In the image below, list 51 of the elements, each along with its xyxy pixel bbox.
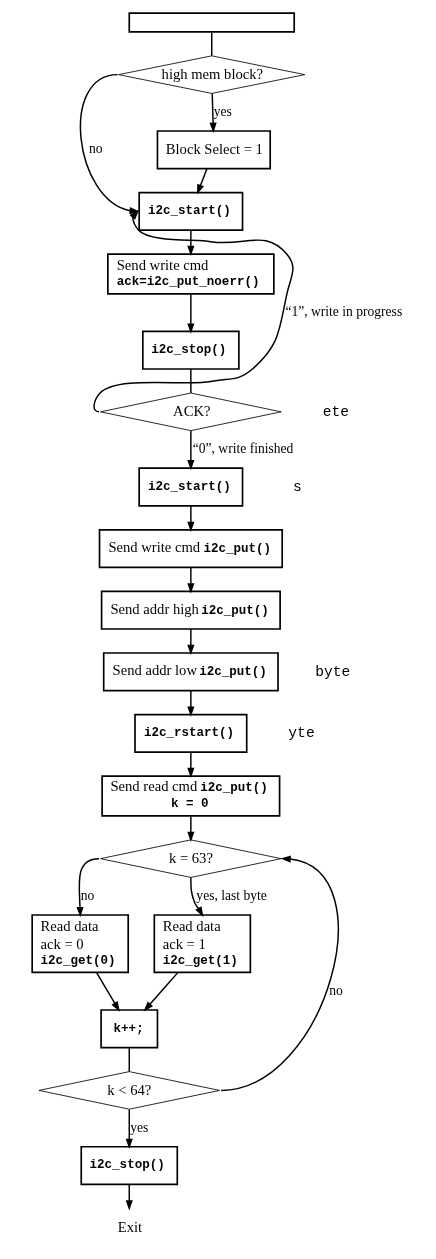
edge-label: yes, last byte <box>196 887 267 903</box>
node-box: Read data ack = 0 i2c_get(0) <box>31 914 130 974</box>
node-box: i2c_rstart() <box>134 713 248 753</box>
edge-label: “1”, write in progress <box>285 304 403 320</box>
label: yte <box>288 725 315 742</box>
connector <box>190 368 192 394</box>
arrow <box>187 293 195 334</box>
edge-label: yes <box>213 103 232 119</box>
node-box <box>128 12 296 33</box>
arrow <box>125 1108 133 1149</box>
arrow <box>187 751 195 778</box>
arrow <box>187 689 195 717</box>
node-text: Exit <box>117 1218 143 1235</box>
label: s <box>292 478 302 495</box>
connector <box>211 31 213 57</box>
label: byte <box>315 663 351 680</box>
node-box: k++; <box>100 1009 159 1049</box>
arrow <box>96 972 120 1012</box>
node-diamond: k < 64? <box>38 1071 220 1110</box>
arrow <box>187 505 195 532</box>
node-diamond: high mem block? <box>118 55 306 94</box>
arrow <box>76 857 100 918</box>
label: ete <box>322 403 350 420</box>
connector <box>128 1047 130 1073</box>
edge-label: yes <box>130 1119 149 1135</box>
arrow <box>196 167 208 195</box>
node-diamond: ACK? <box>100 392 282 432</box>
arrow <box>187 430 195 471</box>
arrow <box>187 229 195 256</box>
arrow <box>209 92 217 133</box>
edge-label: no <box>329 982 343 998</box>
node-box: Send write cmd ack=i2c_put_noerr() <box>107 253 275 295</box>
arrow <box>187 815 195 843</box>
arrow <box>93 209 294 413</box>
node-box: Send write cmd i2c_put() <box>98 528 284 569</box>
arrow <box>187 628 195 656</box>
edge-label: “0”, write finished <box>192 440 294 456</box>
node-box: i2c_stop() <box>142 330 240 370</box>
arrow <box>143 972 179 1012</box>
node-box: i2c_start() <box>138 191 244 232</box>
node-box: i2c_start() <box>138 467 244 507</box>
arrow <box>220 855 339 1092</box>
arrow <box>187 566 195 594</box>
edge-label: no <box>89 141 103 157</box>
arrow <box>190 876 204 917</box>
node-box: Read data ack = 1 i2c_get(1) <box>153 914 252 974</box>
node-box: i2c_stop() <box>80 1145 179 1186</box>
edge-label: no <box>80 887 95 903</box>
node-box: Block Select = 1 <box>156 130 272 170</box>
arrow <box>79 73 140 215</box>
node-diamond: k = 63? <box>100 839 282 878</box>
